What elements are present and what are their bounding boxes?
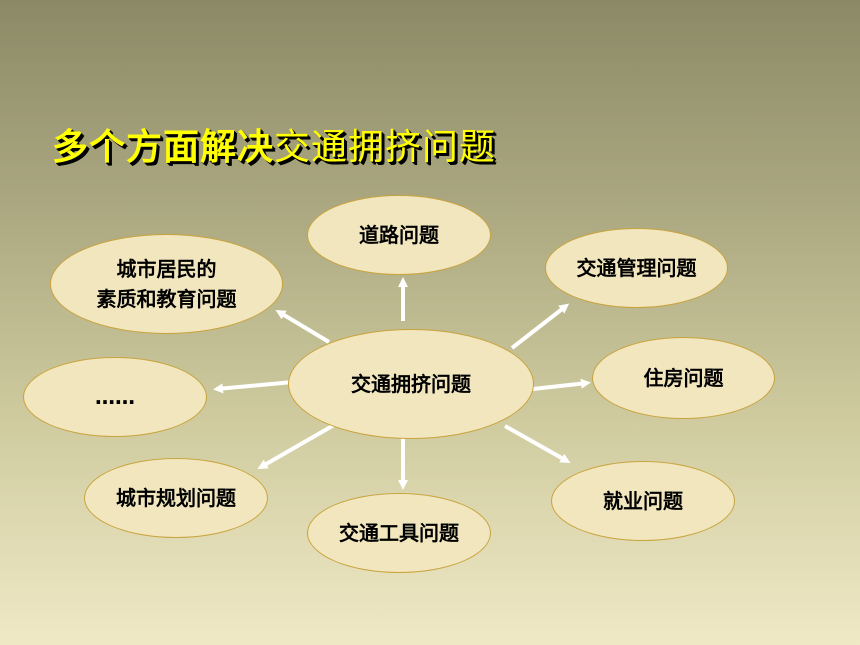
arrow-to-more bbox=[213, 380, 294, 394]
node-housing-label: 住房问题 bbox=[643, 366, 724, 390]
arrow-to-planning bbox=[257, 423, 335, 469]
arrow-to-residents bbox=[275, 309, 331, 344]
node-employment: 就业问题 bbox=[551, 461, 735, 541]
node-traffic-management-label: 交通管理问题 bbox=[576, 256, 697, 280]
arrow-to-employment bbox=[504, 424, 571, 463]
node-urban-planning-label: 城市规划问题 bbox=[116, 486, 236, 510]
node-traffic-management: 交通管理问题 bbox=[545, 228, 728, 308]
node-residents-line-2: 素质和教育问题 bbox=[96, 287, 237, 311]
node-employment-label: 就业问题 bbox=[603, 489, 683, 513]
node-vehicles: 交通工具问题 bbox=[307, 493, 491, 573]
node-housing: 住房问题 bbox=[592, 337, 775, 419]
arrow-to-management bbox=[510, 303, 570, 350]
node-center-congestion: 交通拥挤问题 bbox=[288, 329, 534, 439]
node-road: 道路问题 bbox=[307, 195, 491, 275]
page-title: 多个方面解决交通拥挤问题 bbox=[52, 118, 496, 170]
node-road-label: 道路问题 bbox=[359, 223, 439, 247]
node-residents-education: 城市居民的 素质和教育问题 bbox=[50, 234, 283, 334]
node-more: …… bbox=[23, 357, 207, 437]
title-part-1: 多个方面解决 bbox=[52, 127, 275, 168]
arrow-to-housing bbox=[532, 378, 591, 391]
node-urban-planning: 城市规划问题 bbox=[84, 458, 268, 538]
node-vehicles-label: 交通工具问题 bbox=[339, 521, 459, 545]
node-more-label: …… bbox=[95, 385, 135, 409]
node-residents-line-1: 城市居民的 bbox=[116, 257, 217, 281]
title-part-2: 交通拥挤问题 bbox=[274, 127, 497, 168]
node-center-label: 交通拥挤问题 bbox=[351, 372, 471, 396]
